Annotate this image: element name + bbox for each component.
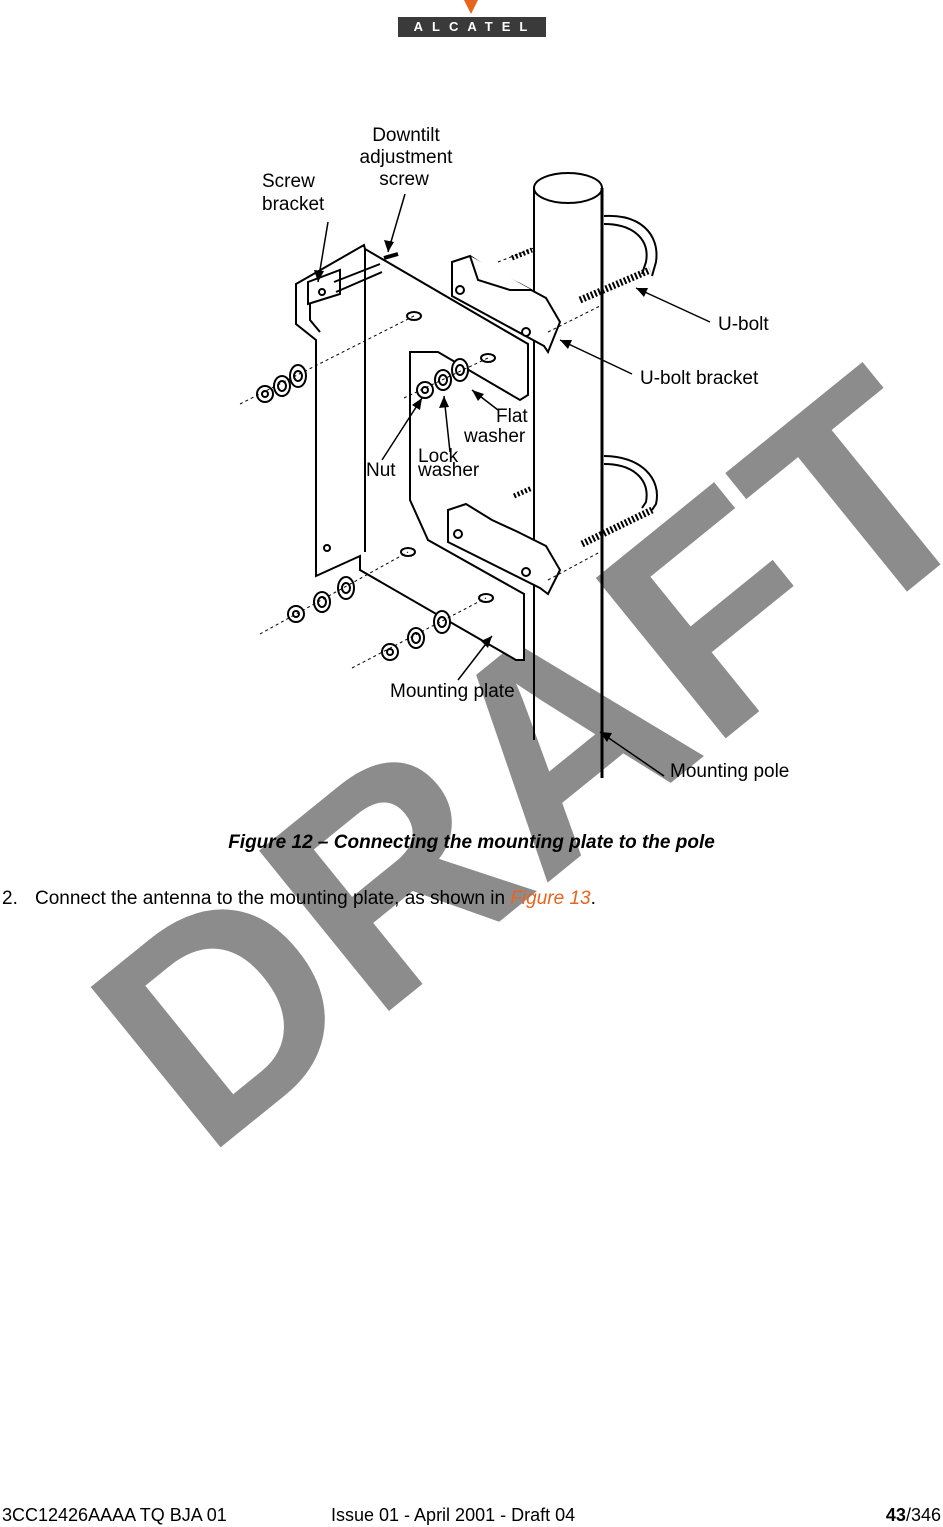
alcatel-logo: ALCATEL <box>398 0 546 40</box>
label-screw-bracket-2: bracket <box>262 194 325 215</box>
page-current: 43 <box>885 1505 906 1525</box>
label-flat-washer-2: washer <box>463 426 526 447</box>
u-bolt-lower <box>512 455 658 548</box>
u-bolt-bracket-lower <box>447 502 562 596</box>
label-downtilt-3: screw <box>379 169 429 190</box>
figure-13-link[interactable]: Figure 13 <box>510 888 591 909</box>
label-downtilt-1: Downtilt <box>372 125 440 146</box>
screw-bracket <box>307 252 399 306</box>
arrowheads <box>314 240 648 742</box>
page-total: /346 <box>905 1505 941 1525</box>
logo-triangle-icon <box>464 0 478 14</box>
label-mounting-plate: Mounting plate <box>390 681 515 702</box>
hardware-set-bottom <box>381 610 451 661</box>
mounting-pole <box>533 172 604 778</box>
figure-caption: Figure 12 – Connecting the mounting plat… <box>228 832 715 853</box>
label-u-bolt-bracket: U-bolt bracket <box>640 368 759 389</box>
u-bolt-upper <box>511 214 658 304</box>
footer-issue: Issue 01 - April 2001 - Draft 04 <box>331 1505 576 1525</box>
label-u-bolt: U-bolt <box>718 314 769 335</box>
hardware-set-left-bottom <box>287 576 355 623</box>
label-lock-washer-1: Lock <box>418 446 459 467</box>
hardware-set-center <box>416 358 469 399</box>
figure-labels: Downtilt adjustment screw Screw bracket … <box>262 125 789 782</box>
alignment-lines <box>239 247 601 669</box>
logo-text: ALCATEL <box>413 19 537 34</box>
label-screw-bracket-1: Screw <box>262 171 315 192</box>
step-text-before: Connect the antenna to the mounting plat… <box>35 888 511 909</box>
label-nut: Nut <box>366 460 396 481</box>
footer-page-number: 43/346 <box>886 1505 941 1526</box>
hardware-set-left-top <box>256 364 307 403</box>
u-bolt-bracket-upper <box>451 254 562 355</box>
step-number: 2. <box>2 888 18 909</box>
label-downtilt-2: adjustment <box>360 147 454 168</box>
step-paragraph: 2. Connect the antenna to the mounting pl… <box>2 888 596 910</box>
label-lock-washer-2: washer <box>417 460 480 481</box>
label-mounting-pole: Mounting pole <box>670 761 789 782</box>
step-text-after: . <box>590 888 596 909</box>
label-flat-washer-1: Flat <box>496 406 528 427</box>
footer-doc-id: 3CC12426AAAA TQ BJA 01 <box>2 1505 227 1525</box>
